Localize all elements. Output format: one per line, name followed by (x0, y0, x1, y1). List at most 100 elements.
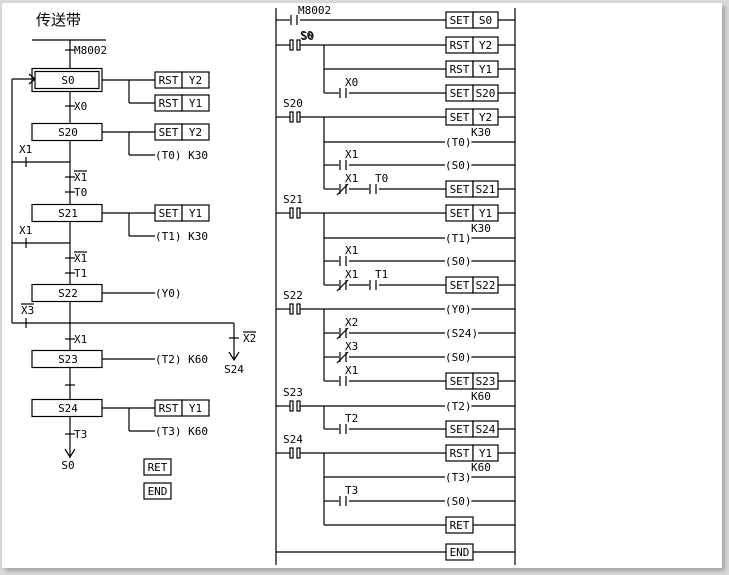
out-op: RST (450, 447, 470, 460)
out-arg-box (472, 276, 499, 294)
action-s20-op: SET (159, 126, 179, 139)
contact-label: X3 (345, 340, 358, 353)
ret-label: RET (450, 519, 470, 532)
contact-stl-left (289, 400, 294, 412)
contact-label: T1 (375, 268, 388, 281)
action-coil-s21: (T1) K30 (155, 230, 208, 243)
action-coil-s20: (T0) K30 (155, 149, 208, 162)
contact-label: X1 (345, 172, 358, 185)
transition-label: X2 (243, 332, 256, 345)
contact-stl-right (296, 39, 301, 51)
contact-label: X0 (345, 76, 358, 89)
transition-label: T1 (74, 267, 87, 280)
coil-label: (S0) (445, 351, 472, 364)
step-label-s0: S0 (61, 74, 74, 87)
out-op-box (445, 11, 474, 29)
out-arg-box (472, 180, 499, 198)
transition-label: M8002 (74, 44, 107, 57)
out-arg: S21 (476, 183, 496, 196)
out-arg: Y2 (479, 39, 492, 52)
out-op-box (445, 420, 474, 438)
stl-step-label: S0 (301, 30, 314, 43)
end-label: END (148, 485, 168, 498)
stl-step-label: S23 (283, 386, 303, 399)
out-arg-box (472, 204, 499, 222)
contact-nc-slash (336, 351, 349, 364)
out-op: SET (450, 87, 470, 100)
contact-label: X1 (345, 364, 358, 377)
contact-label: X1 (345, 148, 358, 161)
out-arg: Y1 (479, 207, 492, 220)
contact-label: T2 (345, 412, 358, 425)
transition-label: X1 (74, 171, 87, 184)
contact-label: X1 (345, 244, 358, 257)
contact-label: T0 (375, 172, 388, 185)
coil-label: (T1) (445, 232, 472, 245)
out-arg: Y1 (479, 63, 492, 76)
contact-stl-left (289, 303, 294, 315)
action-s0-arg: Y2 (189, 74, 202, 87)
out-arg: S24 (476, 423, 496, 436)
action-s0-op: RST (159, 74, 179, 87)
arrow-head (228, 351, 240, 362)
action-s21-arg-box (181, 204, 210, 222)
out-arg: Y2 (479, 111, 492, 124)
action-s21-op: SET (159, 207, 179, 220)
action-coil-s24: (T3) K60 (155, 425, 208, 438)
out-op-box (445, 204, 474, 222)
transition-label: X1 (74, 252, 87, 265)
contact-label: X1 (345, 268, 358, 281)
ret-box (143, 458, 172, 476)
contact-stl-left (289, 111, 294, 123)
out-arg-box (472, 36, 499, 54)
contact-nc-slash (336, 183, 349, 196)
out-op-box (445, 36, 474, 54)
stl-step-label: S21 (283, 193, 303, 206)
out-op: RST (450, 63, 470, 76)
out-op: SET (450, 279, 470, 292)
contact-nc-slash (336, 279, 349, 292)
action-coil-s23: (T2) K60 (155, 353, 208, 366)
end-box (445, 543, 474, 561)
stl-step-label: S20 (283, 97, 303, 110)
contact-label: S0 (300, 29, 313, 42)
step-label-s23: S23 (58, 353, 78, 366)
contact-nc-slash (336, 327, 349, 340)
coil-label: (S24) (445, 327, 478, 340)
contact-stl-left (289, 39, 294, 51)
coil-label: (T0) (445, 136, 472, 149)
out-arg: S20 (476, 87, 496, 100)
coil-label: (T2) (445, 400, 472, 413)
out-op: SET (450, 183, 470, 196)
coil-label: (T3) (445, 471, 472, 484)
out-op-box (445, 84, 474, 102)
coil-param: K60 (471, 390, 491, 403)
step-label-s22: S22 (58, 287, 78, 300)
jump-target-label: S0 (61, 459, 74, 472)
out-op: SET (450, 111, 470, 124)
out-op: SET (450, 423, 470, 436)
out-op: SET (450, 14, 470, 27)
step-label-s21: S21 (58, 207, 78, 220)
transition-label: X0 (74, 100, 87, 113)
stl-step-label: S24 (283, 433, 303, 446)
transition-label: X1 (19, 224, 32, 237)
out-arg: S0 (479, 14, 492, 27)
action-s0-op: RST (159, 97, 179, 110)
transition-label: T3 (74, 428, 87, 441)
out-arg: S22 (476, 279, 496, 292)
transition-label: X1 (74, 333, 87, 346)
contact-stl-right (296, 447, 301, 459)
contact-stl-left (289, 447, 294, 459)
action-s24-arg: Y1 (189, 402, 202, 415)
action-s0-arg: Y1 (189, 97, 202, 110)
out-op-box (445, 108, 474, 126)
initial-step-inner (34, 70, 100, 90)
coil-param: K30 (471, 126, 491, 139)
transition-label: X1 (19, 143, 32, 156)
out-op: SET (450, 375, 470, 388)
action-s24-arg-box (181, 399, 210, 417)
out-op-box (445, 180, 474, 198)
coil-label: (S0) (445, 159, 472, 172)
